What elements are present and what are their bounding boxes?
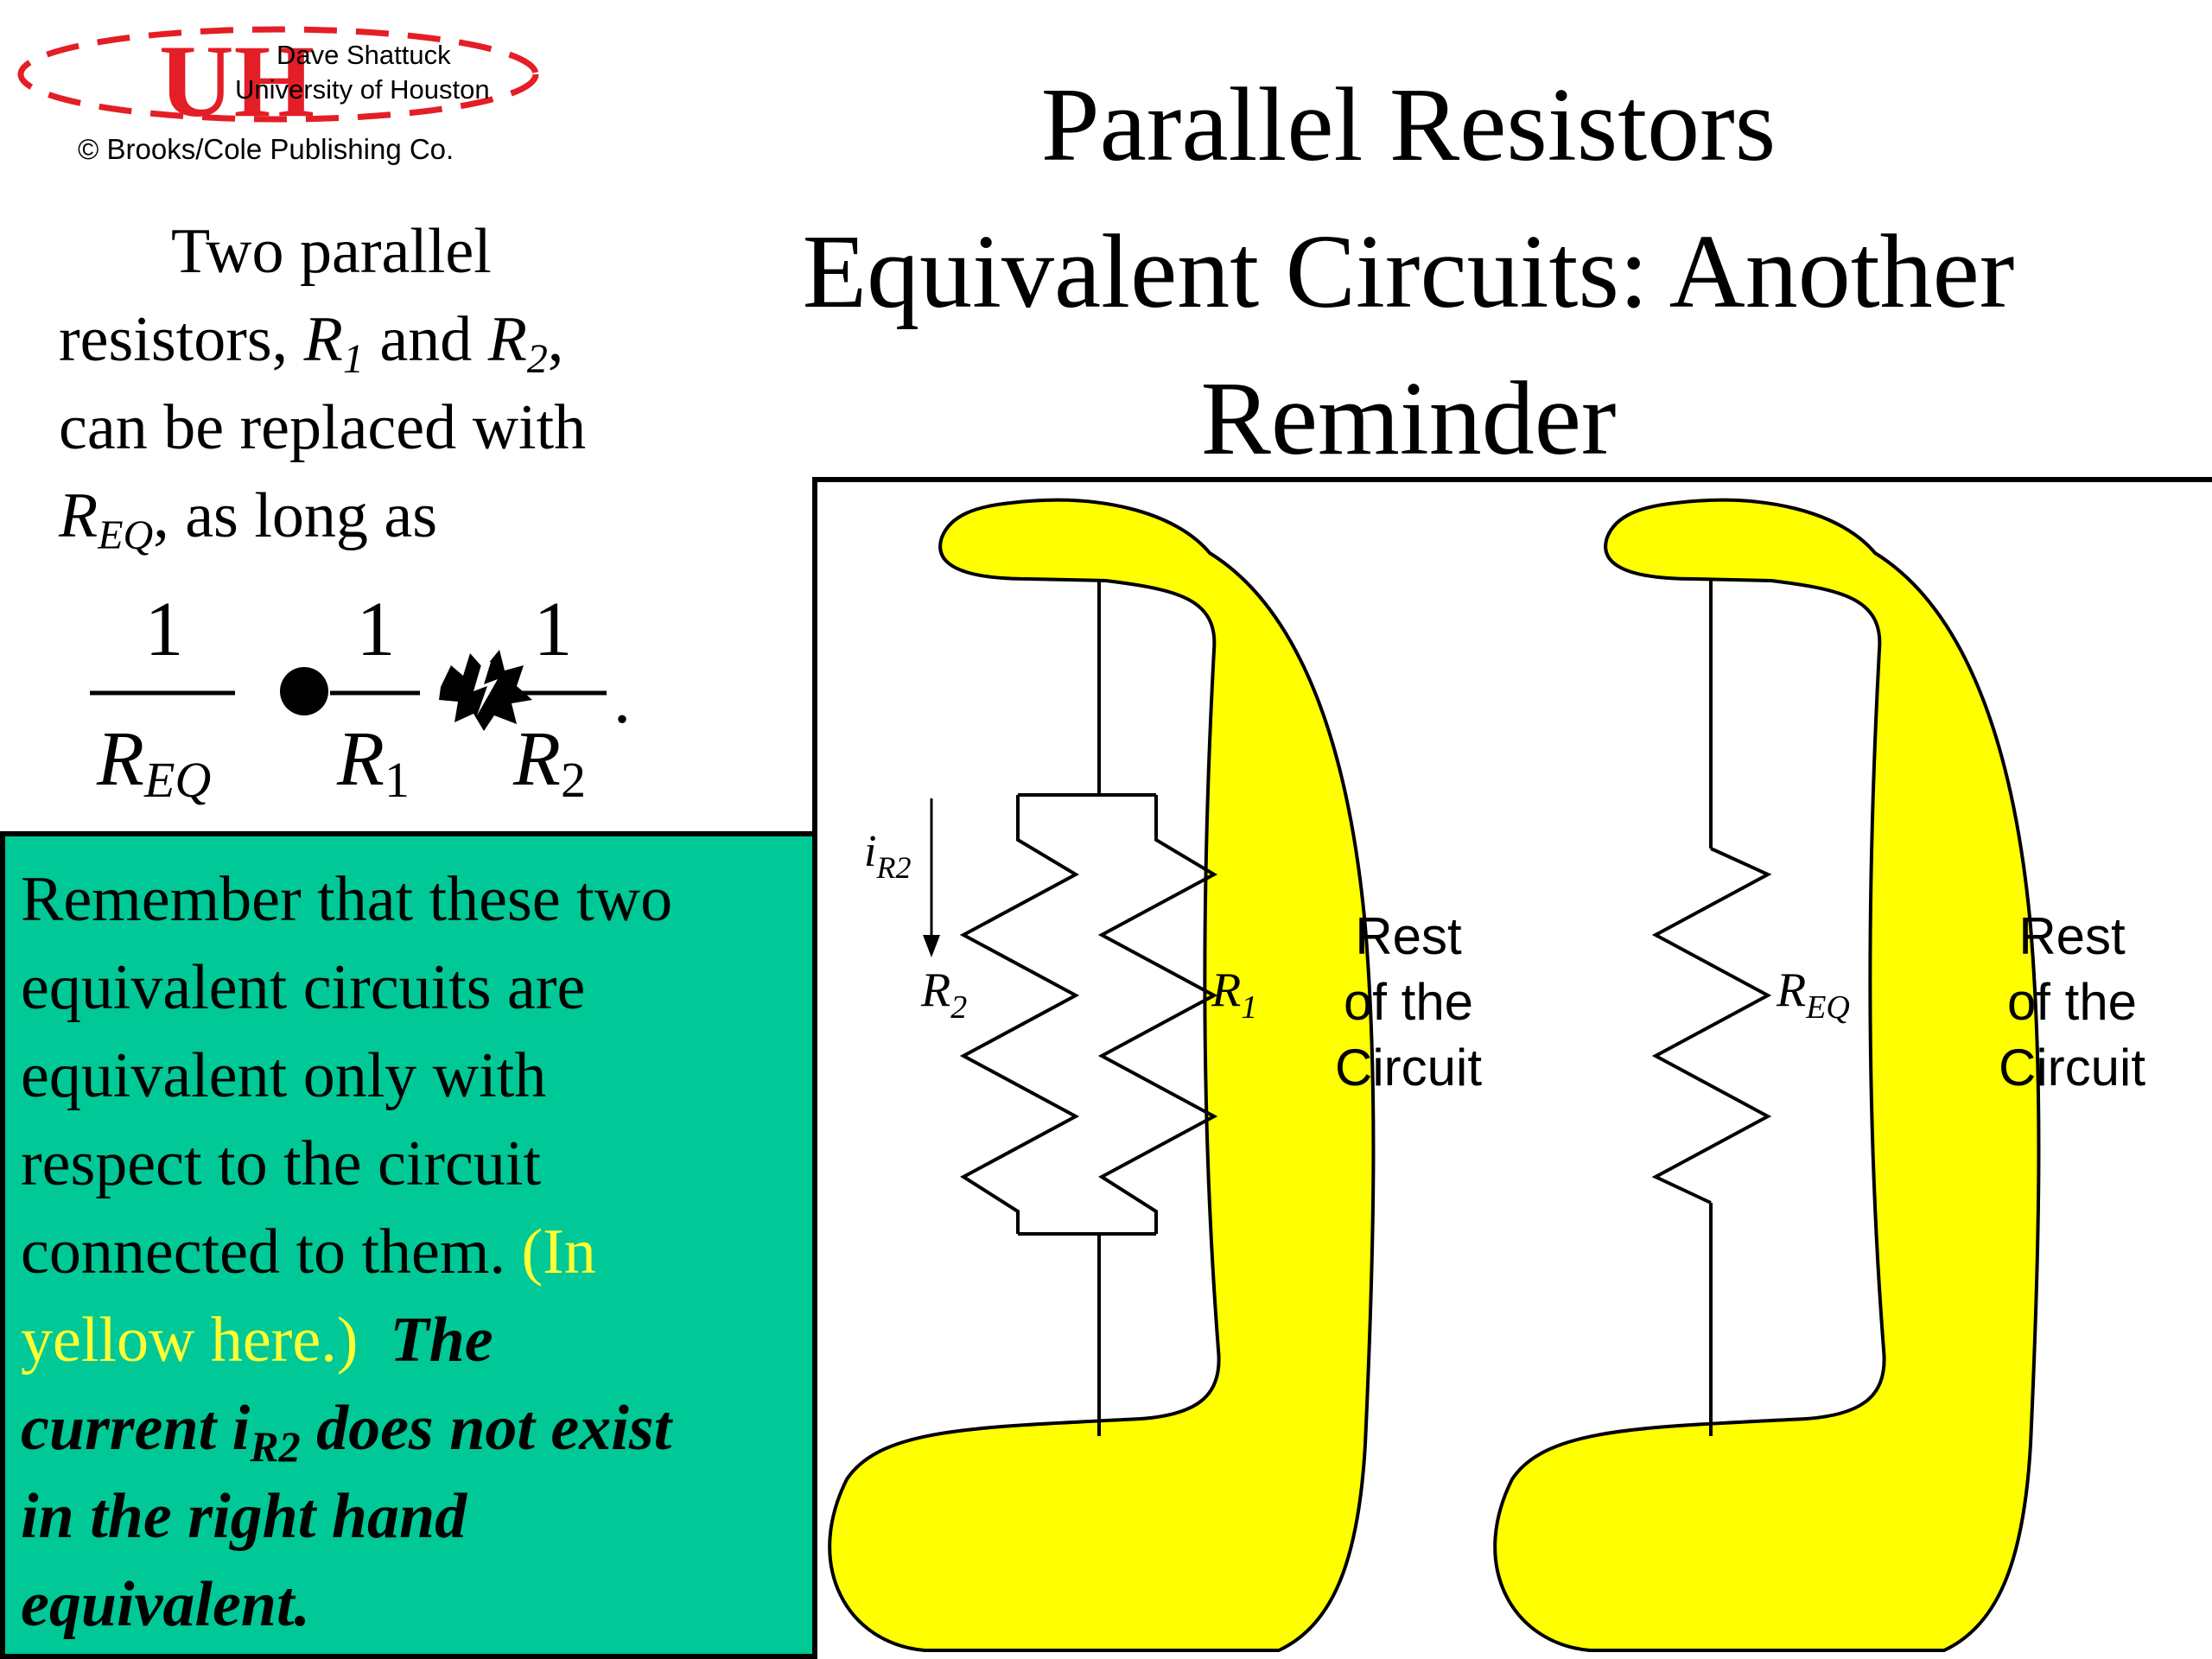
equivalent-resistor-network [1651, 581, 1772, 1436]
logo-ellipse: UH [17, 23, 539, 130]
parallel-resistor-network [959, 581, 1218, 1436]
intro-paragraph: Two parallel resistors, R1 and R2, can b… [59, 207, 681, 560]
formula-r1: R1 [336, 716, 410, 808]
equivalent-circuits-diagram: Rest of the Circuit iR2 R2 R1 Rest of th… [828, 498, 2145, 1652]
title-line-3: Reminder [1200, 360, 1617, 477]
left-block-label-3: Circuit [1335, 1039, 1482, 1096]
resistor-r2-icon [959, 795, 1080, 1234]
svg-text:.: . [613, 662, 631, 738]
slide-title: Parallel Resistors Equivalent Circuits: … [674, 52, 2143, 493]
formula-numerator-3: 1 [534, 587, 573, 672]
copyright-notice: © Brooks/Cole Publishing Co. [78, 133, 454, 165]
uh-logo-icon: UH [159, 23, 315, 130]
intro-line-3: can be replaced with [59, 392, 587, 463]
r2-label: R2 [920, 963, 967, 1026]
resistor-r1-icon [1097, 795, 1218, 1234]
rest-of-circuit-block-left [828, 498, 1376, 1652]
intro-line-1: Two parallel [171, 216, 492, 287]
note-highlight-2: yellow here.) [21, 1305, 359, 1376]
right-block-label-1: Rest [2018, 907, 2126, 965]
intro-text-2: resistors, [59, 304, 304, 375]
bullet-dot-icon [280, 667, 328, 715]
formula-r2: R2 [512, 716, 586, 808]
logo-university: University of Houston [235, 74, 490, 105]
req-label: REQ [1776, 963, 1850, 1026]
current-arrow-icon [923, 798, 940, 957]
logo-author: Dave Shattuck [276, 40, 451, 70]
formula-numerator-2: 1 [357, 587, 396, 672]
r1-label: R1 [1211, 963, 1257, 1026]
note-highlight-1: (In [521, 1217, 596, 1287]
right-block-label-2: of the [2007, 973, 2137, 1031]
intro-text-6: , as long as [153, 480, 438, 551]
formula-numerator-1: 1 [145, 587, 184, 672]
rest-of-circuit-block-right [1493, 498, 2041, 1652]
right-block-label-3: Circuit [1999, 1039, 2145, 1096]
parallel-formula: 1 REQ 1 R1 1 R2 . [90, 587, 631, 808]
title-line-2: Equivalent Circuits: Another [802, 213, 2015, 330]
intro-r2: R2 [487, 304, 548, 382]
uh-logo-mark: UH [159, 23, 315, 130]
broken-symbol-icon [439, 650, 532, 731]
note-text: Remember that these two equivalent circu… [21, 864, 673, 1640]
title-line-1: Parallel Resistors [1040, 67, 1777, 183]
resistor-req-icon [1651, 847, 1772, 1205]
intro-text-3: and [363, 304, 488, 375]
current-label: iR2 [864, 827, 911, 885]
left-block-label-2: of the [1344, 973, 1473, 1031]
intro-r1: R1 [303, 304, 364, 382]
left-block-label-1: Rest [1355, 907, 1462, 965]
formula-req: REQ [96, 716, 211, 808]
intro-req: REQ [59, 480, 154, 558]
